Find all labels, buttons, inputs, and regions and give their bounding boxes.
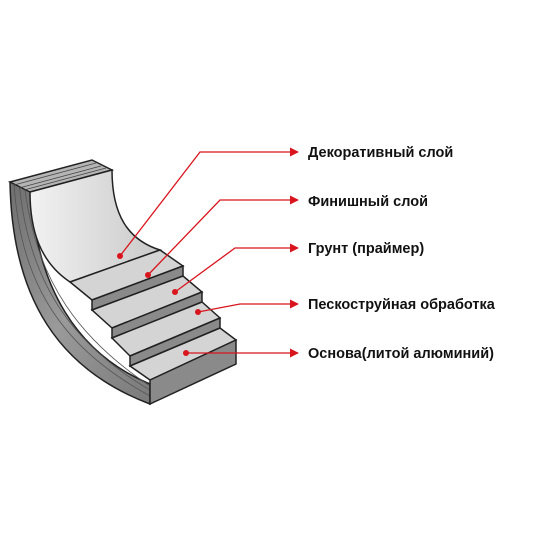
label-finish-layer: Финишный слой [308,194,428,210]
curved-layer-line [23,179,151,387]
top-rim-line [13,162,107,191]
leader-sandblast [195,299,299,315]
leader-decorative [117,147,299,259]
label-primer: Грунт (праймер) [308,241,425,257]
leader-finish [145,195,299,278]
curved-layer-line [13,181,151,397]
label-base-cast-aluminium: Основа(литой алюминий) [308,346,494,362]
label-sandblasting: Пескоструйная обработка [308,297,495,313]
leader-primer [172,243,299,295]
curved-layer-line [18,180,151,391]
leader-base [183,348,299,358]
label-decorative-layer: Декоративный слой [308,145,454,161]
